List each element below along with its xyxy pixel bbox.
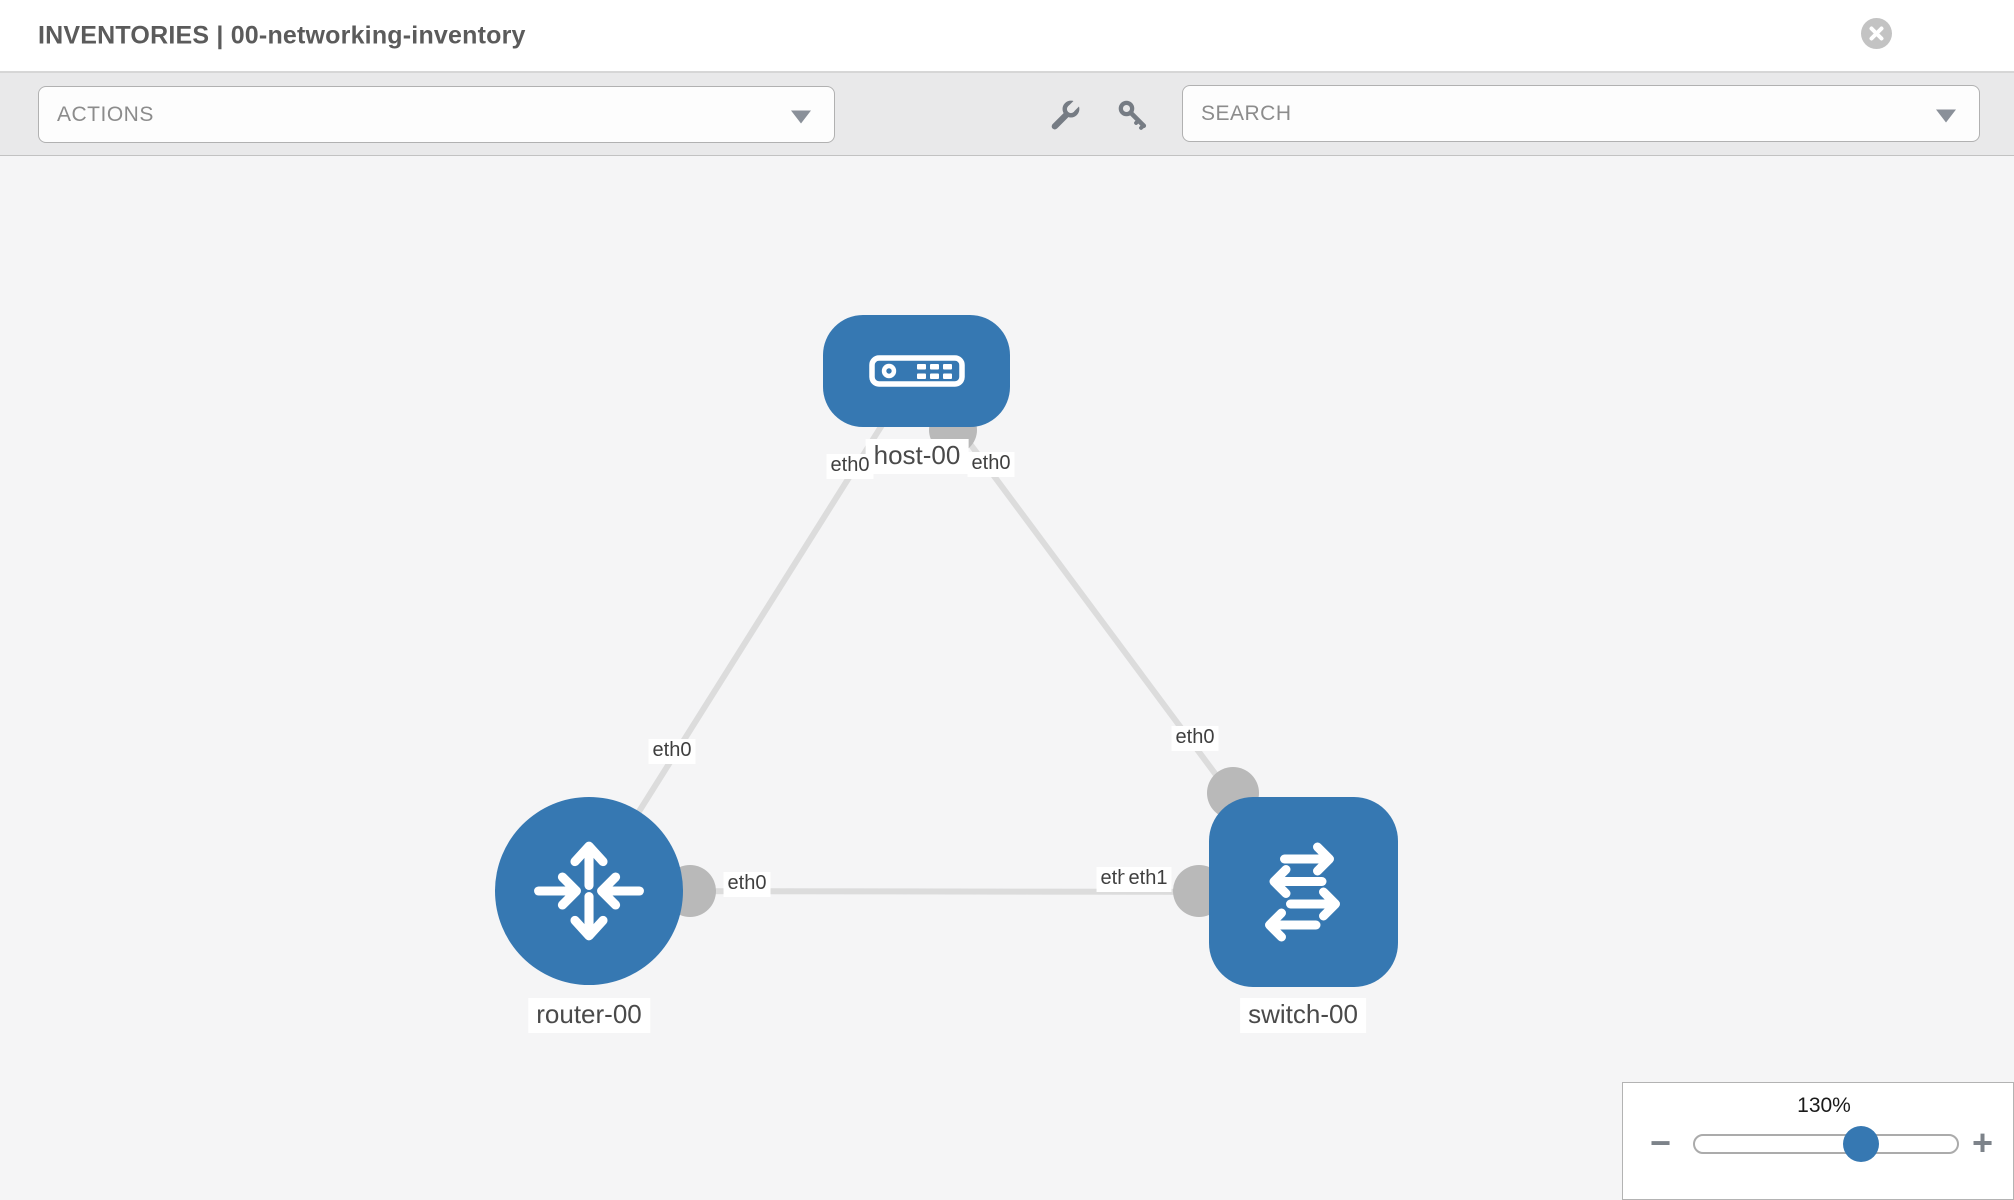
page-title: INVENTORIES | 00-networking-inventory — [38, 21, 526, 49]
close-icon — [1869, 26, 1884, 41]
node-host[interactable] — [823, 315, 1010, 427]
key-icon — [1118, 100, 1147, 130]
zoom-in-button[interactable]: + — [1972, 1122, 1994, 1163]
actions-dropdown[interactable]: ACTIONS — [38, 86, 835, 143]
router-arrows-icon — [534, 841, 644, 941]
node-router[interactable] — [495, 797, 683, 985]
node-label-switch: switch-00 — [1240, 998, 1366, 1033]
zoom-slider-track[interactable] — [1693, 1134, 1959, 1154]
interface-label: eth0 — [1171, 726, 1219, 751]
interface-label: eth0 — [967, 452, 1015, 477]
caret-down-icon — [1936, 108, 1956, 122]
search-dropdown[interactable]: SEARCH — [1182, 85, 1980, 142]
actions-dropdown-label: ACTIONS — [57, 102, 154, 126]
host-device-icon — [868, 355, 965, 387]
key-button[interactable] — [1116, 98, 1150, 132]
caret-down-icon — [791, 109, 811, 123]
wrench-icon — [1051, 96, 1084, 130]
zoom-panel: 130% − + — [1622, 1082, 2014, 1200]
close-button[interactable] — [1861, 18, 1892, 49]
zoom-out-button[interactable]: − — [1650, 1122, 1672, 1163]
wrench-button[interactable] — [1048, 96, 1084, 132]
node-label-host: host-00 — [865, 439, 969, 474]
interface-label: eth1 — [1124, 867, 1172, 892]
interface-label: eth0 — [826, 454, 874, 479]
node-switch[interactable] — [1209, 797, 1398, 987]
search-dropdown-label: SEARCH — [1201, 101, 1292, 125]
node-label-router: router-00 — [528, 998, 650, 1033]
interface-label: eth0 — [648, 739, 696, 764]
toolbar: ACTIONS SEARCH — [0, 72, 2014, 156]
interface-label: eth0 — [723, 872, 771, 897]
switch-arrows-icon — [1264, 842, 1340, 942]
zoom-level-value: 130% — [1797, 1094, 1851, 1117]
zoom-slider-thumb[interactable] — [1843, 1126, 1879, 1162]
header: INVENTORIES | 00-networking-inventory — [0, 0, 2014, 72]
